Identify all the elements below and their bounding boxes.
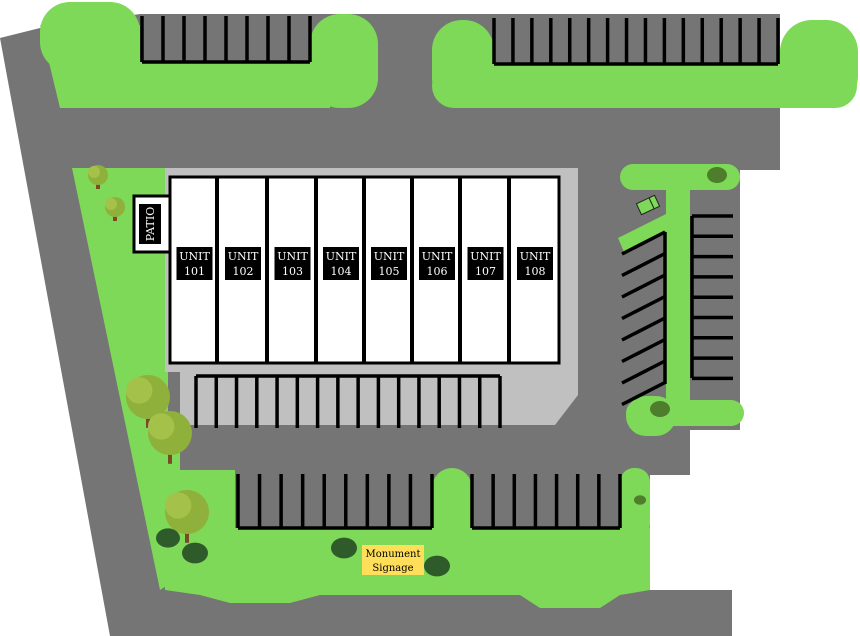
parking-stripe — [621, 294, 666, 321]
patio-label: PATIO — [144, 207, 157, 241]
signage-line1: Monument — [366, 549, 421, 560]
unit-108: UNIT 108 — [507, 177, 553, 363]
parking-row-top-left — [140, 16, 312, 64]
unit-label-plate — [225, 247, 261, 280]
unit-label-plate — [176, 247, 213, 280]
unit-label: UNIT — [520, 250, 551, 263]
unit-label-plate — [274, 247, 311, 280]
unit-label: UNIT — [228, 250, 259, 263]
unit-101: UNIT 101 — [176, 247, 213, 280]
shrub-icon — [634, 495, 646, 505]
parking-stripe — [621, 251, 666, 278]
tree-icon — [126, 375, 170, 428]
unit-label: UNIT — [374, 250, 405, 263]
unit-label: UNIT — [470, 250, 501, 263]
parking-row-top-right — [492, 18, 780, 66]
unit-number: 107 — [475, 265, 496, 278]
shrub-icon — [650, 401, 670, 417]
parking-row-center — [194, 374, 502, 428]
unit-label-plate — [323, 247, 359, 280]
unit-105: UNIT 105 — [362, 177, 407, 363]
unit-label-plate — [419, 247, 455, 280]
unit-label: UNIT — [277, 250, 308, 263]
parking-stripe — [621, 337, 666, 364]
parking-stripe — [621, 380, 666, 407]
parking-stripe — [621, 230, 666, 256]
top-left-island — [40, 2, 378, 108]
unit-number: 106 — [427, 265, 448, 278]
parking-stripe — [621, 316, 666, 342]
top-right-island — [432, 20, 858, 108]
parking-stripe — [621, 273, 666, 299]
unit-label: UNIT — [326, 250, 357, 263]
unit-label: UNIT — [179, 250, 210, 263]
unit-label-plate — [467, 247, 504, 280]
parking-row-bottom-right — [470, 474, 622, 530]
unit-107: UNIT 107 — [458, 177, 504, 363]
unit-106: UNIT 106 — [410, 177, 455, 363]
unit-104: UNIT 104 — [314, 177, 359, 363]
unit-number: 102 — [233, 265, 254, 278]
unit-number: 108 — [525, 265, 546, 278]
parking-stripe — [621, 359, 666, 385]
shrub-icon — [331, 537, 357, 559]
tree-icon — [148, 411, 192, 464]
unit-number: 104 — [331, 265, 352, 278]
tree-icon — [88, 165, 108, 189]
unit-102: UNIT 102 — [215, 177, 261, 363]
unit-label-plate — [517, 247, 553, 280]
shrub-icon — [707, 167, 727, 183]
unit-number: 101 — [184, 265, 205, 278]
patio: PATIO — [132, 194, 172, 254]
parking-row-angled — [621, 230, 667, 407]
parking-row-bottom-left — [236, 474, 434, 530]
signage-line2: Signage — [372, 563, 413, 574]
unit-number: 105 — [379, 265, 400, 278]
parking-row-right — [690, 214, 733, 381]
unit-label-plate — [371, 247, 407, 280]
tree-icon — [165, 490, 209, 543]
shrub-icon — [424, 555, 450, 577]
dumpster-icon — [635, 194, 661, 216]
shrub-icon — [156, 528, 180, 548]
unit-103: UNIT 103 — [265, 177, 311, 363]
monument-signage: Monument Signage — [362, 545, 424, 575]
unit-label: UNIT — [422, 250, 453, 263]
unit-number: 103 — [282, 265, 303, 278]
shrub-icon — [182, 542, 208, 564]
tree-icon — [105, 197, 125, 221]
